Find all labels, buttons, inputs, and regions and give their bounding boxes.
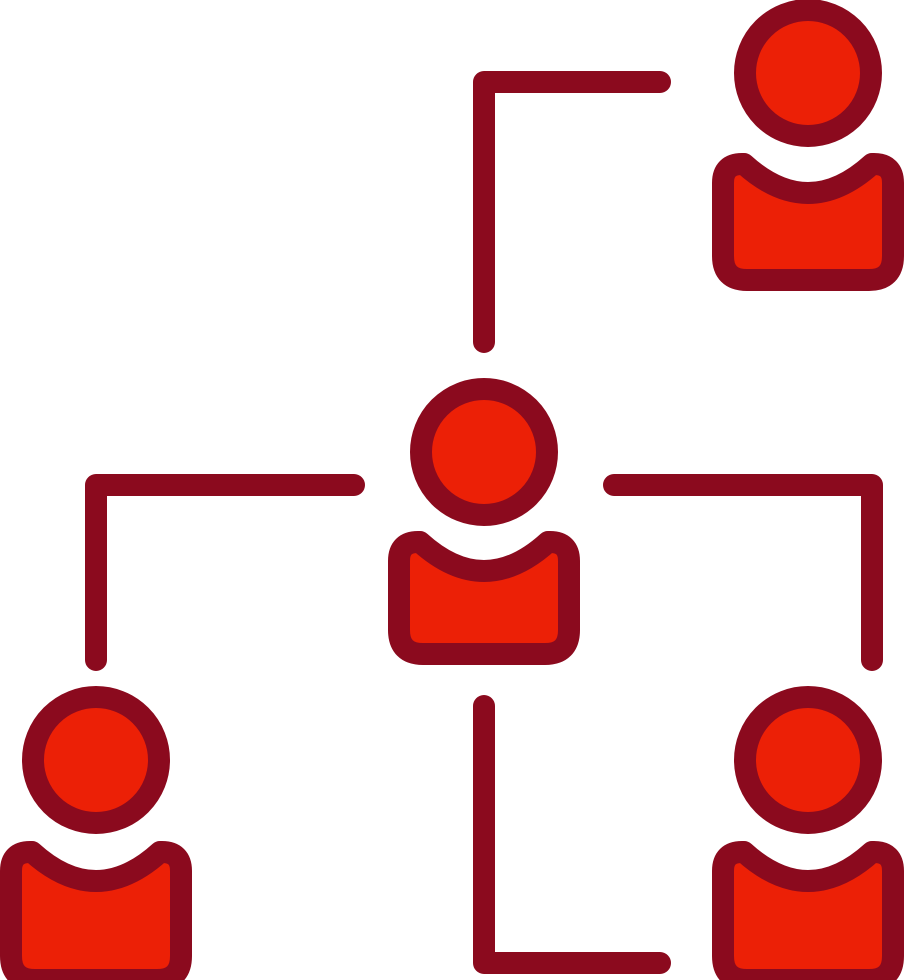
person-top-right-body (712, 153, 904, 291)
connector-top-right (473, 71, 671, 353)
person-center-icon (388, 378, 580, 665)
person-center-body (388, 531, 580, 665)
connector-bottom (473, 695, 671, 974)
person-top-right-icon (712, 0, 904, 291)
person-bottom-right-icon (712, 686, 904, 980)
person-bottom-left-head (22, 686, 170, 834)
person-top-right-head (734, 0, 882, 147)
person-bottom-left-body (0, 841, 192, 980)
connector-right (603, 474, 883, 671)
person-center-head (410, 378, 558, 526)
connectors (85, 71, 883, 974)
connector-left (85, 474, 365, 671)
person-bottom-left-icon (0, 686, 192, 980)
person-bottom-right-body (712, 841, 904, 980)
person-bottom-right-head (734, 686, 882, 834)
